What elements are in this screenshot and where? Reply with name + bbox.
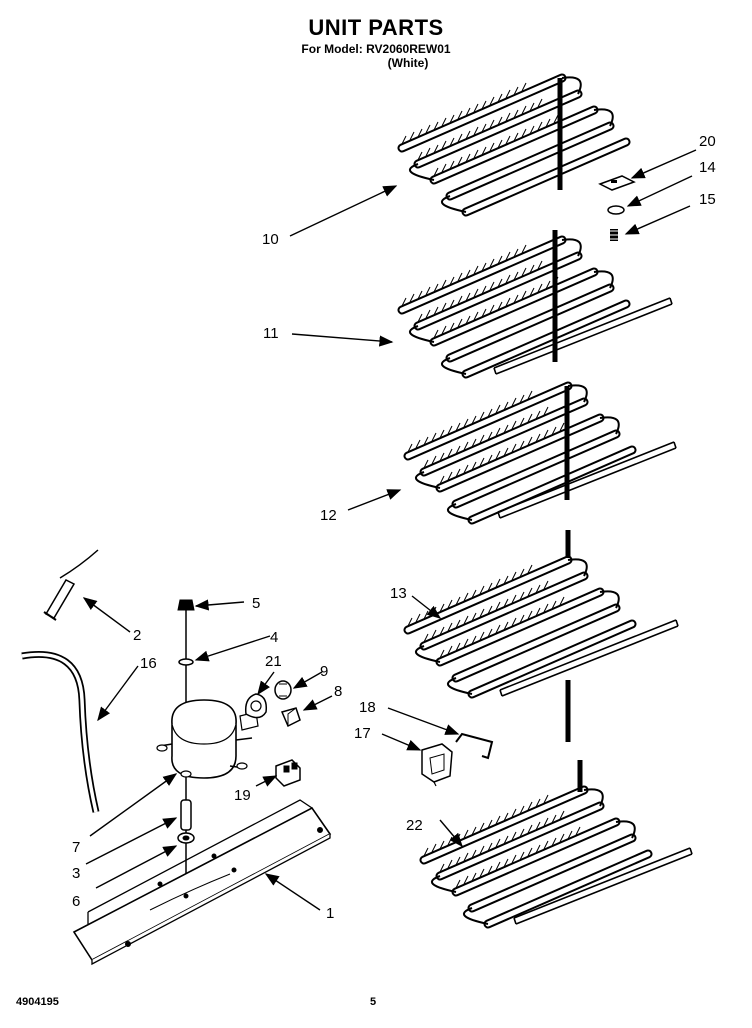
evaporator-shelf-12 [408, 385, 677, 520]
color-variant: (White) [387, 56, 429, 70]
callout-12: 12 [320, 507, 337, 524]
callout-21: 21 [265, 653, 282, 670]
washer-part-14 [607, 205, 625, 215]
callout-18: 18 [359, 699, 376, 716]
bracket-part-20 [598, 175, 636, 191]
cover-part-8 [280, 707, 301, 728]
diagram-header: UNIT PARTS For Model: RV2060REW01 (White… [0, 15, 752, 71]
callout-6: 6 [72, 893, 80, 910]
evaporator-shelf-10 [402, 77, 626, 212]
callout-labels: 10 20 14 15 11 12 13 5 2 4 16 21 9 8 18 … [72, 133, 716, 922]
callout-3: 3 [72, 865, 80, 882]
callout-1: 1 [326, 905, 334, 922]
callout-13: 13 [390, 585, 407, 602]
callout-17: 17 [354, 725, 371, 742]
relay-part-9 [274, 680, 292, 700]
callout-14: 14 [699, 159, 716, 176]
capacitor-part-19 [275, 759, 301, 787]
page-title: UNIT PARTS [308, 15, 444, 40]
evaporator-shelf-13 [408, 530, 679, 742]
evaporator-shelf-11 [402, 230, 673, 374]
clip-part-18 [455, 732, 494, 760]
callout-10: 10 [262, 231, 279, 248]
callout-7: 7 [72, 839, 80, 856]
callout-8: 8 [334, 683, 342, 700]
screw-part-15 [609, 229, 619, 241]
callout-2: 2 [133, 627, 141, 644]
compressor-assembly [156, 599, 259, 900]
callout-22: 22 [406, 817, 423, 834]
leader-lines [82, 149, 697, 911]
callout-11: 11 [263, 325, 279, 342]
model-subtitle: For Model: RV2060REW01 [301, 42, 451, 56]
evaporator-shelf-22 [424, 760, 693, 924]
callout-15: 15 [699, 191, 716, 208]
page-number: 5 [370, 996, 377, 1008]
document-number: 4904195 [16, 996, 59, 1008]
sensor-part-2 [43, 549, 99, 621]
callout-9: 9 [320, 663, 328, 680]
callout-5: 5 [252, 595, 260, 612]
bracket-part-17 [421, 743, 453, 787]
callout-4: 4 [270, 629, 278, 646]
base-plate-part-1 [72, 799, 332, 966]
callout-20: 20 [699, 133, 716, 150]
tube-part-16 [21, 650, 100, 813]
callout-16: 16 [140, 655, 157, 672]
overload-part-21 [244, 693, 268, 719]
callout-19: 19 [234, 787, 251, 804]
